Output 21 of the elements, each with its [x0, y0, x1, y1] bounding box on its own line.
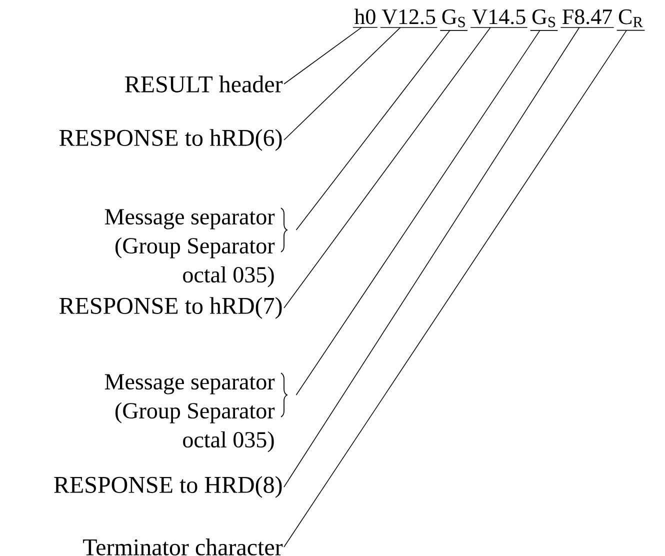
leader-line — [284, 27, 491, 308]
field-label: RESPONSE to hRD(7) — [59, 297, 282, 319]
underlined-field: C$_{R}$ — [616, 9, 646, 31]
underlined-field: V12.5 — [380, 9, 438, 28]
leader-line — [284, 27, 401, 140]
leader-line — [284, 30, 627, 548]
field-label: RESPONSE to HRD(8) — [54, 476, 282, 498]
underlined-field: G$_{S}$ — [440, 9, 468, 31]
field-label: RESULT header — [125, 76, 283, 92]
underlined-field: F8.47 — [560, 9, 614, 28]
underlined-field: V14.5 — [470, 9, 528, 28]
leader-line — [284, 27, 580, 488]
leader-line — [296, 30, 450, 230]
underlined-field: G$_{S}$ — [530, 9, 558, 31]
field-label: RESPONSE to hRD(6) — [59, 129, 282, 151]
separator-label: Message separator (Group Separator octal 035) — [104, 372, 288, 452]
underlined-field: h0 — [352, 8, 378, 28]
leader-line — [284, 27, 362, 84]
leader-line — [296, 30, 540, 396]
separator-label: Message separator (Group Separator octal 035) — [104, 208, 288, 288]
field-label: Terminator character — [83, 538, 283, 556]
